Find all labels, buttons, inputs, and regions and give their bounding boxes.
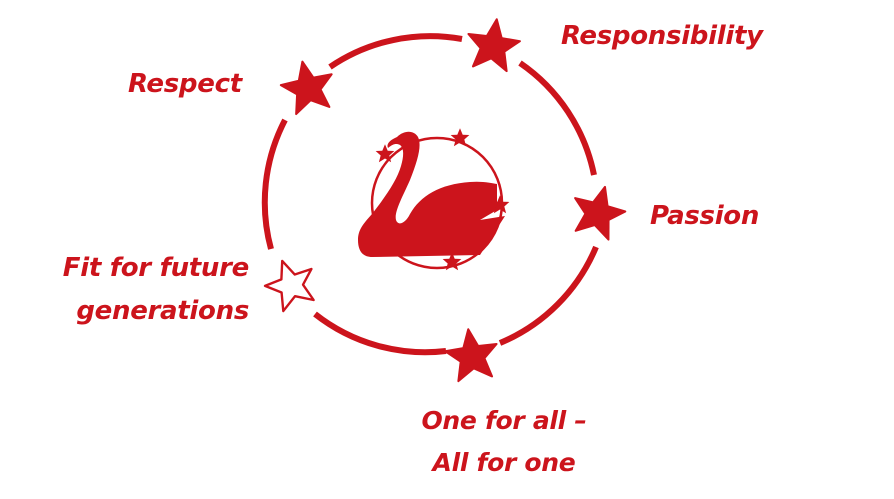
ring-arc-passion-one: [498, 245, 599, 346]
swan-logo-icon: [358, 128, 510, 271]
label-responsibility: Responsibility: [561, 21, 763, 51]
ring-arc-one-future: [313, 311, 447, 356]
label-line: generations: [76, 296, 249, 326]
star-one-for-all-icon: [441, 324, 502, 384]
star-passion-icon: [565, 179, 632, 243]
ring-arc-respect-responsibility: [328, 33, 463, 70]
small-star-icon: [450, 128, 470, 147]
label-passion: Passion: [650, 201, 760, 231]
star-responsibility-icon: [463, 14, 524, 74]
ring-arc-responsibility-passion: [518, 60, 597, 176]
small-star-icon: [375, 144, 395, 163]
ring-arc-future-respect: [261, 118, 288, 250]
label-line: All for one: [432, 448, 576, 477]
star-outline-future-icon: [257, 251, 323, 316]
label-fit-for-future-generations: Fit for future generations: [62, 247, 250, 333]
swan-icon: [358, 131, 505, 257]
label-line: Fit for future: [62, 253, 250, 283]
outer-ring: [261, 33, 599, 356]
label-respect: Respect: [128, 69, 242, 99]
label-one-for-all: One for all – All for one: [404, 400, 604, 484]
label-line: One for all –: [421, 406, 587, 435]
